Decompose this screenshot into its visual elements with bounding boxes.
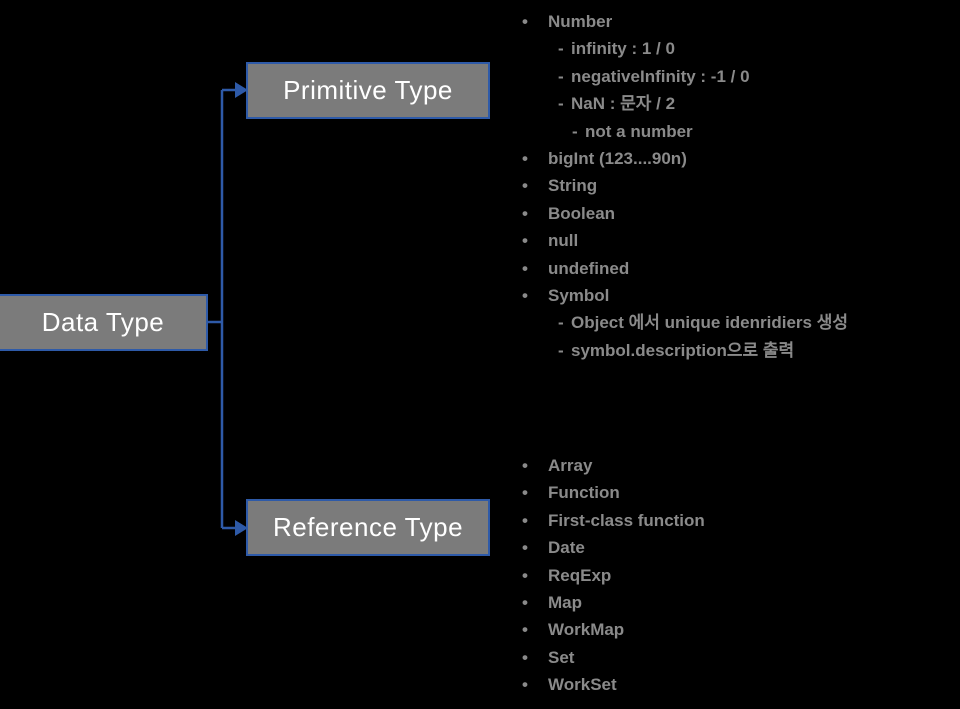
node-data-type[interactable]: Data Type <box>0 294 208 351</box>
bullet-icon: • <box>522 592 528 612</box>
list-item: • Map <box>522 589 952 616</box>
list-item: • First-class function <box>522 507 952 534</box>
list-item-label: Boolean <box>548 203 616 223</box>
list-item: • bigInt (123....90n) <box>522 145 952 172</box>
bullet-icon: • <box>522 148 528 168</box>
dash-icon: - <box>572 121 578 141</box>
list-item-label: negativeInfinity : -1 / 0 <box>571 66 750 86</box>
bullet-icon: • <box>522 258 528 278</box>
dash-icon: - <box>558 340 564 360</box>
list-item: • Boolean <box>522 200 952 227</box>
list-item-label: First-class function <box>548 510 705 530</box>
list-item: • Number <box>522 8 952 35</box>
dash-icon: - <box>558 94 564 114</box>
bullet-icon: • <box>522 510 528 530</box>
bullet-icon: • <box>522 176 528 196</box>
list-item-label: ReqExp <box>548 565 612 585</box>
list-item: • null <box>522 227 952 254</box>
bullet-icon: • <box>522 675 528 695</box>
list-item-label: null <box>548 231 579 251</box>
list-item-label: String <box>548 176 598 196</box>
list-item: -NaN : 문자 / 2 <box>522 90 952 117</box>
list-item: • undefined <box>522 255 952 282</box>
node-reference-type-label: Reference Type <box>272 512 464 542</box>
list-item-label: Date <box>548 538 585 558</box>
dash-icon: - <box>558 313 564 333</box>
list-item: • ReqExp <box>522 562 952 589</box>
bullet-icon: • <box>522 483 528 503</box>
list-item: • Function <box>522 479 952 506</box>
bullet-icon: • <box>522 538 528 558</box>
dash-icon: - <box>558 39 564 59</box>
list-item-label: Array <box>548 456 593 475</box>
list-item: • String <box>522 172 952 199</box>
bullet-icon: • <box>522 12 528 31</box>
node-data-type-label: Data Type <box>41 307 165 337</box>
list-item-label: NaN : 문자 / 2 <box>571 94 676 114</box>
bullet-icon: • <box>522 565 528 585</box>
bullet-icon: • <box>522 620 528 640</box>
node-primitive-type-label: Primitive Type <box>283 75 453 105</box>
node-primitive-type[interactable]: Primitive Type <box>246 62 490 119</box>
list-item: -negativeInfinity : -1 / 0 <box>522 63 952 90</box>
list-item-label: undefined <box>548 258 630 278</box>
list-item-label: Object 에서 unique idenridiers 생성 <box>571 313 848 333</box>
primitive-type-list: •Number-infinity : 1 / 0-negativeInfinit… <box>522 8 952 364</box>
list-item-label: bigInt (123....90n) <box>548 148 687 168</box>
list-item: -infinity : 1 / 0 <box>522 35 952 62</box>
bullet-icon: • <box>522 231 528 251</box>
list-item-label: Number <box>548 12 613 31</box>
list-item-label: Set <box>548 647 575 667</box>
list-item-label: Map <box>548 592 582 612</box>
list-item: • WorkSet <box>522 671 952 698</box>
bullet-icon: • <box>522 285 528 305</box>
list-item-label: WorkMap <box>548 620 625 640</box>
list-item: • Array <box>522 452 952 479</box>
list-item-label: Symbol <box>548 285 610 305</box>
list-item: • WorkMap <box>522 616 952 643</box>
node-reference-type[interactable]: Reference Type <box>246 499 490 556</box>
list-item-label: WorkSet <box>548 675 617 695</box>
bullet-icon: • <box>522 456 528 475</box>
list-item: • Date <box>522 534 952 561</box>
list-item: -Object 에서 unique idenridiers 생성 <box>522 309 952 336</box>
list-item-label: Function <box>548 483 620 503</box>
list-item: -not a number <box>522 118 952 145</box>
list-item: • Symbol <box>522 282 952 309</box>
list-item-label: infinity : 1 / 0 <box>571 39 675 59</box>
list-item-label: not a number <box>585 121 693 141</box>
dash-icon: - <box>558 66 564 86</box>
bullet-icon: • <box>522 203 528 223</box>
list-item: • Set <box>522 644 952 671</box>
list-item: -symbol.description으로 출력 <box>522 337 952 364</box>
reference-type-list: • Array • Function • First-class function • Dat… <box>522 452 952 699</box>
list-item-label: symbol.description으로 출력 <box>571 340 795 360</box>
bullet-icon: • <box>522 647 528 667</box>
